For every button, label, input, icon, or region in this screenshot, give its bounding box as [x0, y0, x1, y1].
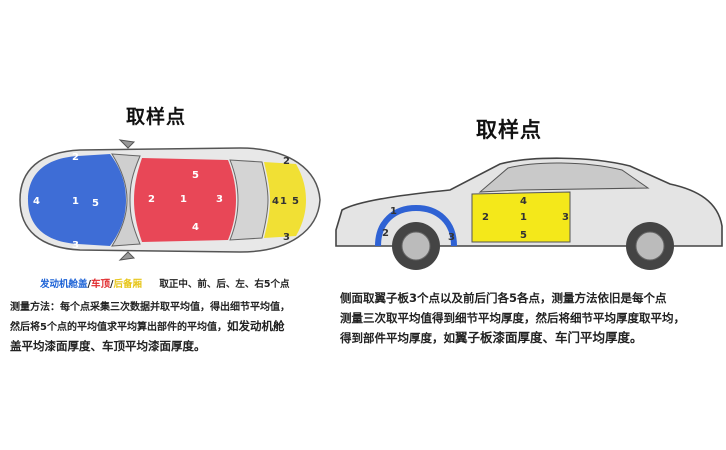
top-view-panel: 取样点 2 1 4 5 3 5 2 1 3 4 2 4 1 5 3	[0, 0, 330, 450]
svg-text:3: 3	[72, 240, 79, 251]
svg-text:3: 3	[448, 232, 455, 243]
svg-text:4: 4	[272, 196, 279, 207]
svg-text:1: 1	[390, 206, 397, 217]
svg-text:4: 4	[520, 196, 527, 207]
car-top-view-diagram: 2 1 4 5 3 5 2 1 3 4 2 4 1 5 3	[19, 139, 321, 261]
legend-sampling-note: 取正中、前、后、左、右5个点	[159, 279, 290, 290]
side-desc-line-2: 测量三次取平均值得到细节平均厚度，然后将细节平均厚度取平均，	[340, 311, 685, 325]
svg-text:2: 2	[283, 156, 290, 167]
svg-text:2: 2	[148, 194, 155, 205]
top-view-description: 测量方法：每个点采集三次数据并取平均值，得出细节平均值， 然后将5个点的平均值求…	[10, 298, 328, 356]
svg-text:2: 2	[382, 228, 389, 239]
legend-trunk: 后备厢	[113, 279, 143, 290]
svg-text:5: 5	[292, 196, 299, 207]
legend-roof: 车顶	[91, 279, 111, 290]
side-desc-line-3: 得到部件平均厚度，如翼子板漆面厚度、车门平均厚度。	[340, 330, 643, 345]
svg-text:1: 1	[72, 196, 79, 207]
top-view-title: 取样点	[126, 106, 187, 128]
hood-area	[28, 154, 126, 246]
right-mirror	[118, 251, 136, 261]
svg-text:1: 1	[180, 194, 187, 205]
trunk-area	[264, 162, 306, 238]
desc-line-3: 盖平均漆面厚度、车顶平均漆面厚度。	[10, 339, 206, 353]
svg-text:5: 5	[192, 170, 199, 181]
area-legend: 发动机舱盖/车顶/后备厢 取正中、前、后、左、右5个点	[40, 279, 290, 290]
side-view-description: 侧面取翼子板3个点以及前后门各5各点，测量方法依旧是每个点 测量三次取平均值得到…	[340, 288, 724, 348]
svg-text:3: 3	[562, 212, 569, 223]
door-area	[471, 191, 571, 243]
side-view-title: 取样点	[476, 118, 542, 142]
legend-hood: 发动机舱盖	[40, 279, 88, 290]
side-windows	[478, 162, 650, 193]
rear-window	[229, 159, 269, 241]
svg-text:2: 2	[482, 212, 489, 223]
svg-text:3: 3	[216, 194, 223, 205]
desc-line-2: 然后将5个点的平均值求平均算出部件的平均值，如发动机舱	[10, 319, 285, 333]
desc-line-1: 测量方法：每个点采集三次数据并取平均值，得出细节平均值，	[10, 302, 290, 313]
svg-text:2: 2	[72, 152, 79, 163]
car-side-view-diagram: 1 2 3 4 2 1 3 5	[335, 157, 723, 270]
windshield	[111, 153, 141, 247]
side-desc-line-1: 侧面取翼子板3个点以及前后门各5各点，测量方法依旧是每个点	[340, 291, 667, 305]
fender-area	[375, 204, 457, 247]
side-view-panel: 取样点 1 2 3 4 2 1 3 5 侧面取翼子板3个点以及前后门各5各点，测…	[330, 0, 726, 450]
left-mirror	[118, 139, 136, 149]
svg-text:1: 1	[280, 196, 287, 207]
svg-text:5: 5	[520, 230, 527, 241]
svg-text:3: 3	[283, 232, 290, 243]
svg-text:1: 1	[520, 212, 527, 223]
svg-text:4: 4	[192, 222, 199, 233]
roof-area	[134, 158, 236, 242]
svg-text:5: 5	[92, 198, 99, 209]
svg-text:4: 4	[33, 196, 40, 207]
